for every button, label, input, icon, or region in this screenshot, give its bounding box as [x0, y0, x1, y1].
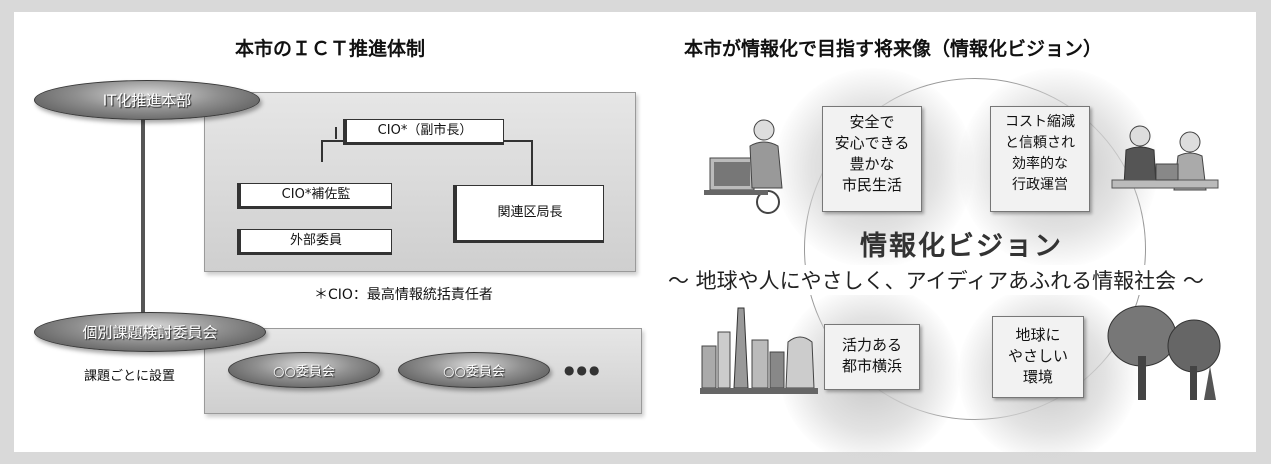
cio-assistant-box: CIO*補佐監: [237, 183, 392, 209]
goal-citizen-life: 安全で 安心できる 豊かな 市民生活: [822, 106, 922, 212]
committee-pill: 個別課題検討委員会: [34, 312, 266, 352]
city-skyline-illustration: [700, 302, 818, 398]
connector: [321, 140, 323, 162]
connector: [531, 140, 533, 186]
main-panel: 本市のＩＣＴ推進体制 CIO*（副市長） CIO*補佐監 外部委員 関連区局長 …: [14, 12, 1256, 464]
cio-box: CIO*（副市長）: [343, 119, 504, 145]
sub-committee-2: ○○委員会: [398, 352, 550, 388]
cio-note: ＊CIO：最高情報統括責任者: [314, 287, 493, 303]
vision-tagline: ～ 地球や人にやさしく、アイディアあふれる情報社会 ～: [666, 265, 1206, 295]
vision-title: 本市が情報化で目指す将来像（情報化ビジョン）: [684, 38, 1103, 60]
setup-label: 課題ごとに設置: [84, 369, 176, 384]
connector-line: [141, 104, 145, 322]
citizen-with-pc-illustration: [702, 106, 806, 216]
goal-environment: 地球に やさしい 環境: [992, 316, 1084, 398]
goal-administration: コスト縮減 と信頼され 効率的な 行政運営: [990, 106, 1090, 212]
ellipsis-dots: ●●●: [564, 363, 602, 377]
it-hq-pill: IT化推進本部: [34, 80, 260, 120]
sub-committee-1: ○○委員会: [228, 352, 380, 388]
vision-heading: 情報化ビジョン: [860, 231, 1063, 262]
org-chart-box: CIO*（副市長） CIO*補佐監 外部委員 関連区局長: [204, 92, 636, 272]
ict-system-title: 本市のＩＣＴ推進体制: [235, 38, 426, 60]
ward-director-box: 関連区局長: [453, 185, 604, 243]
trees-illustration: [1104, 296, 1226, 406]
connector: [335, 127, 337, 139]
office-meeting-illustration: [1106, 116, 1224, 208]
goal-vibrant-city: 活力ある 都市横浜: [824, 324, 920, 390]
external-member-box: 外部委員: [237, 229, 392, 255]
